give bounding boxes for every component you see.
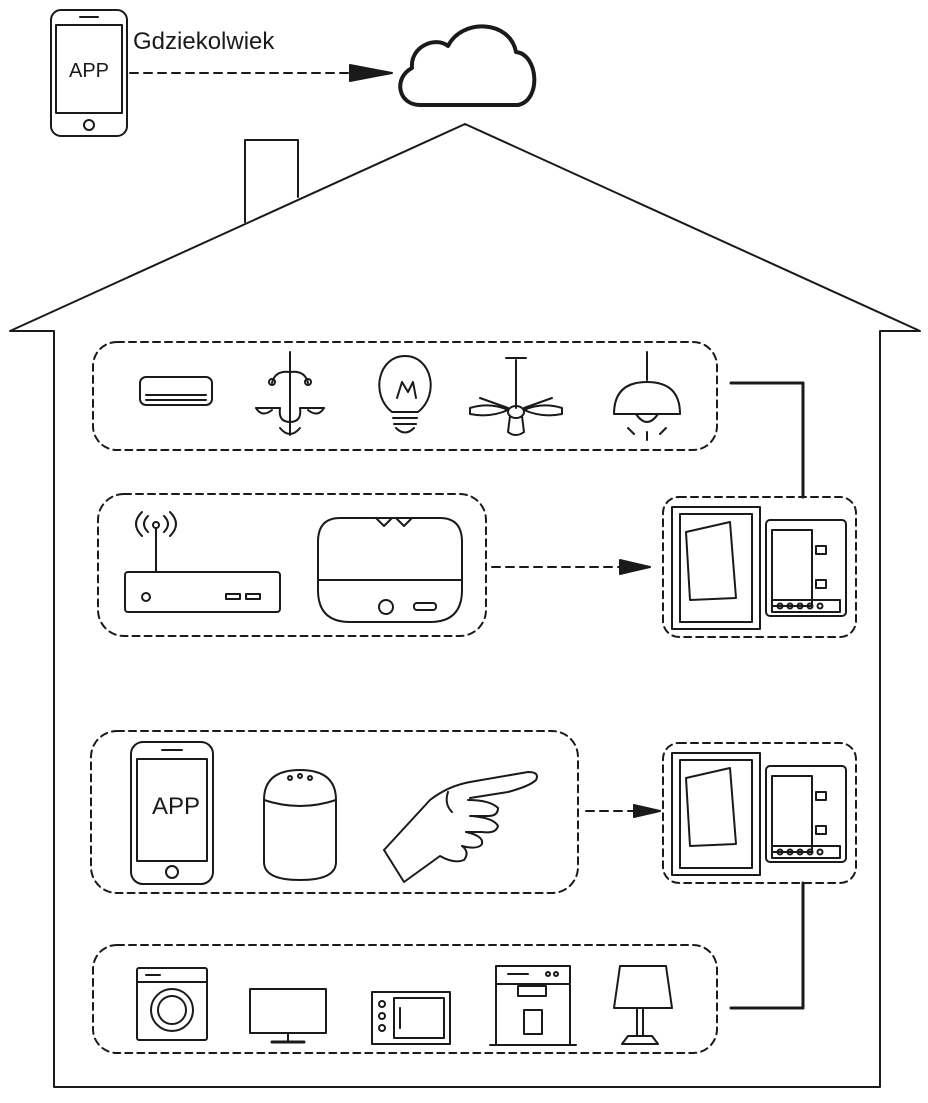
wire-switch-to-appliances [731,883,803,1008]
wall-switch-icon [672,507,760,629]
chandelier-icon [256,352,324,435]
app-label-top: APP [68,60,110,82]
ceiling-fan-icon [470,358,562,435]
television-icon [250,989,326,1042]
wire-lights-to-switch [731,383,803,497]
group-appliances-frame [93,945,717,1053]
group-gateway-frame [98,494,486,636]
switch-module-frame-1 [663,497,856,637]
arrow-hub-to-switch [492,560,650,574]
light-bulb-icon [379,356,430,433]
arrow-to-cloud [130,65,392,81]
smart-hub-icon [318,518,462,622]
arrow-control-to-switch [586,805,660,817]
washing-machine-icon [137,968,207,1040]
microwave-icon [372,992,450,1044]
smart-speaker-icon [264,770,336,880]
relay-module-icon-2 [766,766,846,862]
pendant-lamp-icon [614,352,680,440]
house-outline [10,124,920,1087]
wall-switch-icon-2 [672,753,760,875]
group-control-frame [91,731,578,893]
coffee-machine-icon [490,966,576,1045]
cloud-icon [400,26,534,105]
table-lamp-icon [614,966,672,1044]
relay-module-icon [766,520,846,616]
app-label-middle: APP [151,793,201,820]
smartphone-icon [51,10,127,136]
pointing-hand-icon [384,772,537,882]
switch-module-frame-2 [663,743,856,883]
caption-anywhere: Gdziekolwiek [133,28,275,55]
group-lights-frame [93,342,717,450]
wifi-router-icon [125,512,280,612]
smartphone-icon-2 [131,742,213,884]
air-conditioner-icon [140,377,212,405]
